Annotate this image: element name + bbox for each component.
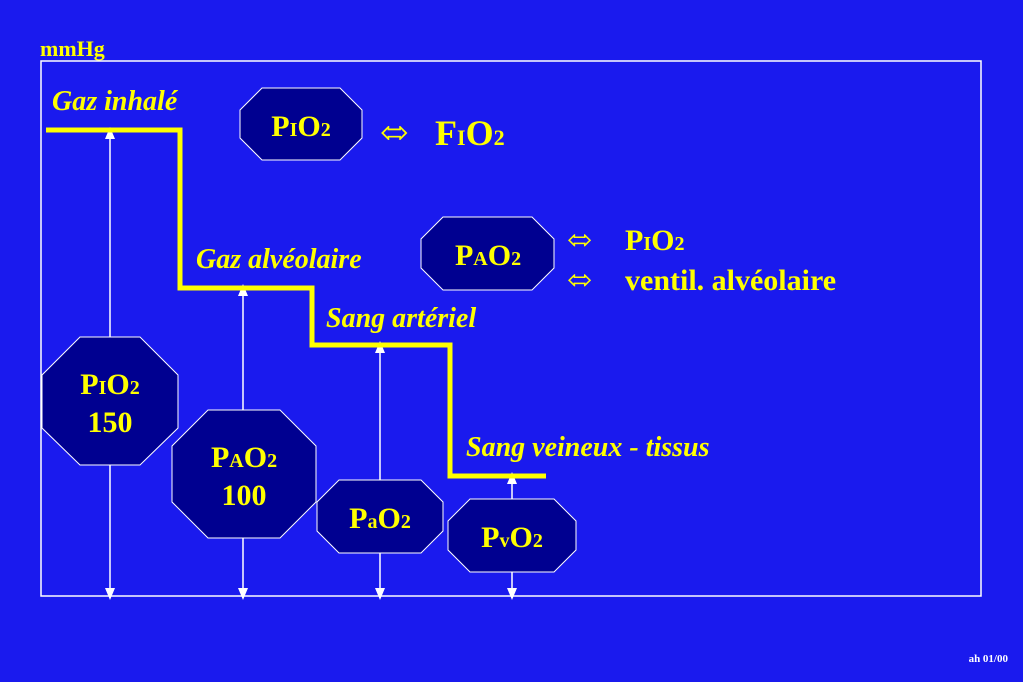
label-ventil: ventil. alvéolaire [625,264,836,297]
equivalence-symbol-ventil: ⬄ [567,264,592,297]
octagon-top-pAo2 [420,216,555,291]
equivalence-symbol-fio2: ⬄ [380,115,409,152]
oxygen-cascade-line [46,127,546,479]
formula-bottom-pAo2: PAO2 [211,441,277,474]
octagon-top-pio2 [239,87,363,161]
label-venous: Sang veineux - tissus [466,432,710,463]
formula-bottom-pio2: PIO2 [80,368,139,401]
equivalence-symbol-pio2: ⬄ [567,224,592,257]
label-arterial: Sang artériel [326,303,476,334]
formula-rel-pio2: PIO2 [625,224,684,257]
formula-bottom-pao2: PaO2 [349,502,411,535]
unit-label: mmHg [40,36,105,61]
label-alveolar: Gaz alvéolaire [196,244,362,275]
formula-fio2: FIO2 [435,113,505,153]
value-pAo2: 100 [222,479,267,512]
label-inhaled: Gaz inhalé [52,86,179,117]
octagon-pio2-150 [41,336,179,466]
formula-bottom-pvo2: PvO2 [481,521,543,554]
formula-top-pAo2: PAO2 [455,239,521,272]
octagon-pAo2-100 [171,409,317,539]
value-pio2: 150 [88,406,133,439]
octagon-pvo2 [447,498,577,573]
footer-credit: ah 01/00 [969,653,1009,665]
formula-top-pio2: PIO2 [271,110,330,143]
octagon-pao2 [316,479,444,554]
